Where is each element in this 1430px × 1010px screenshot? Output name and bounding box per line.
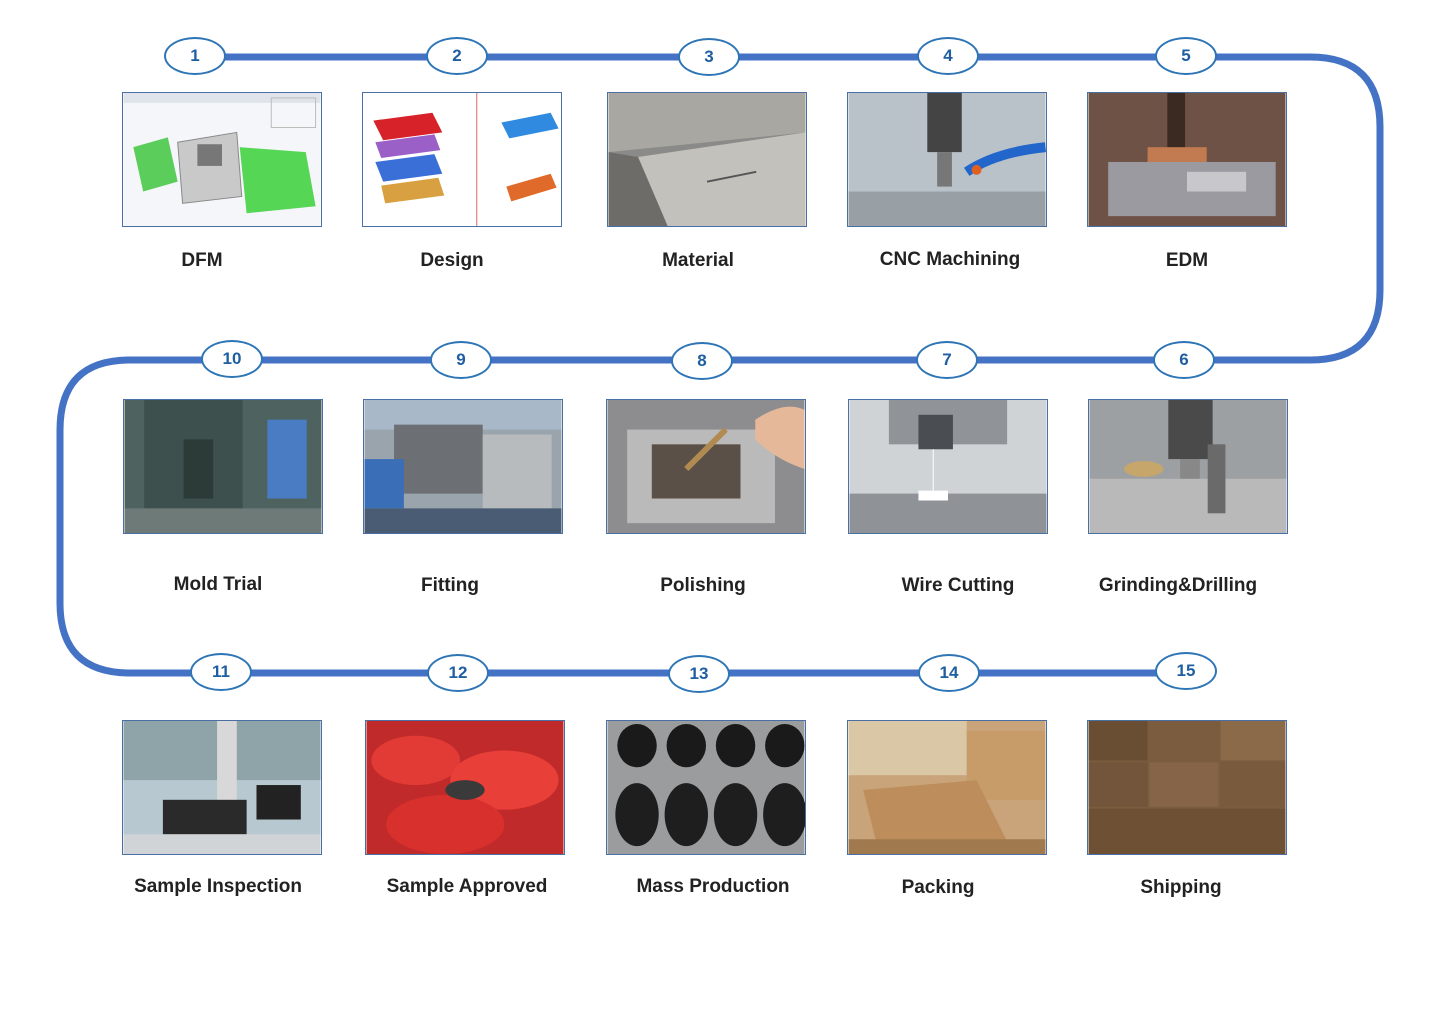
step-1-badge: 1 [164,37,226,75]
step-3-label: Material [662,250,734,271]
step-9-label: Fitting [420,575,480,596]
step-14-badge: 14 [918,654,980,692]
step-9-badge: 9 [430,341,492,379]
step-2-label: Design [420,250,484,271]
step-6-label: Grinding&Drilling [1098,575,1258,596]
step-9-picture [363,399,563,534]
step-14-label: Packing [901,877,975,898]
step-1-picture [122,92,322,227]
step-5-picture [1087,92,1287,227]
step-6-badge: 6 [1153,341,1215,379]
step-14-picture [847,720,1047,855]
step-8-label: Polishing [660,575,746,596]
step-11-badge: 11 [190,653,252,691]
step-1-label: DFM [181,250,223,271]
step-3-badge: 3 [678,38,740,76]
step-7-badge: 7 [916,341,978,379]
step-10-label: Mold Trial [173,574,263,595]
step-13-picture [606,720,806,855]
step-13-label: Mass Production [636,876,790,897]
step-12-label: Sample Approved [386,876,548,897]
step-4-label: CNC Machining [879,249,1021,270]
step-8-badge: 8 [671,342,733,380]
step-7-label: Wire Cutting [901,575,1015,596]
step-13-badge: 13 [668,655,730,693]
step-11-label: Sample Inspection [134,876,302,897]
step-11-picture [122,720,322,855]
step-10-picture [123,399,323,534]
step-2-badge: 2 [426,37,488,75]
step-15-badge: 15 [1155,652,1217,690]
step-5-label: EDM [1165,250,1209,271]
step-6-picture [1088,399,1288,534]
step-3-picture [607,92,807,227]
step-8-picture [606,399,806,534]
step-2-picture [362,92,562,227]
step-4-badge: 4 [917,37,979,75]
step-15-label: Shipping [1140,877,1222,898]
step-7-picture [848,399,1048,534]
step-4-picture [847,92,1047,227]
step-12-picture [365,720,565,855]
step-12-badge: 12 [427,654,489,692]
step-5-badge: 5 [1155,37,1217,75]
step-15-picture [1087,720,1287,855]
step-10-badge: 10 [201,340,263,378]
